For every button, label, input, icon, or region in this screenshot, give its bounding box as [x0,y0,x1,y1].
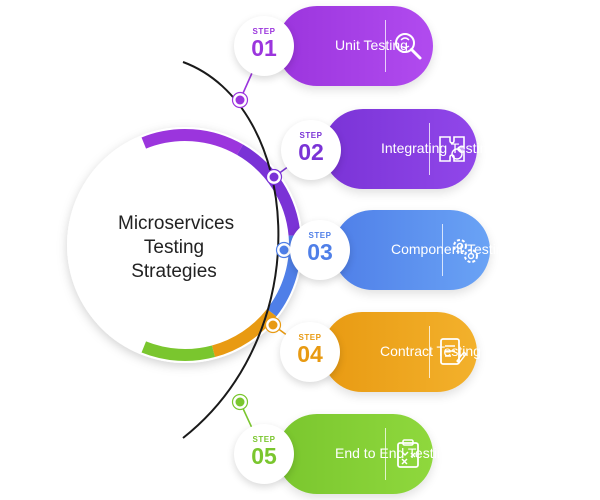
rim-segment-2 [236,144,301,237]
step-01-divider [385,20,386,72]
step-02-divider [429,123,430,175]
rim-segment-5 [141,341,216,361]
step-05-label: End to End Testing [335,445,453,461]
step-04-number: 04 [297,341,323,367]
step-05-divider [385,428,386,480]
center-title: Microservices Testing Strategies [118,212,235,284]
magnifier-icon [395,33,422,60]
center-title-line-1: Microservices [118,213,235,234]
step-02-word: STEP [299,131,323,140]
step-01-card: Unit Testing [277,6,433,86]
puzzle-icon [439,136,465,162]
step-03-divider [442,224,443,276]
step-03-word: STEP [308,231,332,240]
center-title-line-3: Strategies [131,261,217,282]
gears-icon [453,239,478,263]
step-03-dot [275,241,293,259]
step-01-dot [231,91,249,109]
step-03-card: Component Testing [333,210,511,290]
step-05-word: STEP [252,435,276,444]
center-title-line-2: Testing [143,237,205,258]
step-04-divider [429,326,430,378]
contract-icon [440,338,467,365]
step-01-number: 01 [251,35,277,61]
step-03-number: 03 [307,239,333,265]
step-01-word: STEP [252,27,276,36]
step-05-card: End to End Testing [277,414,452,494]
step-02-dot [265,168,283,186]
rim-segment-1 [141,129,243,155]
step-02-number: 02 [298,139,324,165]
step-01-label: Unit Testing [335,37,408,53]
clipboard-icon [397,439,419,468]
step-03-label: Component Testing [391,241,512,257]
step-04-card: Contract Testing [322,312,481,392]
step-02-label: Integrating Testing [381,140,496,156]
step-04-label: Contract Testing [380,343,481,359]
step-05-dot [231,393,249,411]
step-02-card: Integrating Testing [323,109,495,189]
step-05-number: 05 [251,443,277,469]
rim-segment-4 [211,308,277,358]
step-04-dot [264,316,282,334]
timeline-arc [182,61,280,439]
step-04-word: STEP [298,333,322,342]
center-disc-inner [83,143,287,347]
